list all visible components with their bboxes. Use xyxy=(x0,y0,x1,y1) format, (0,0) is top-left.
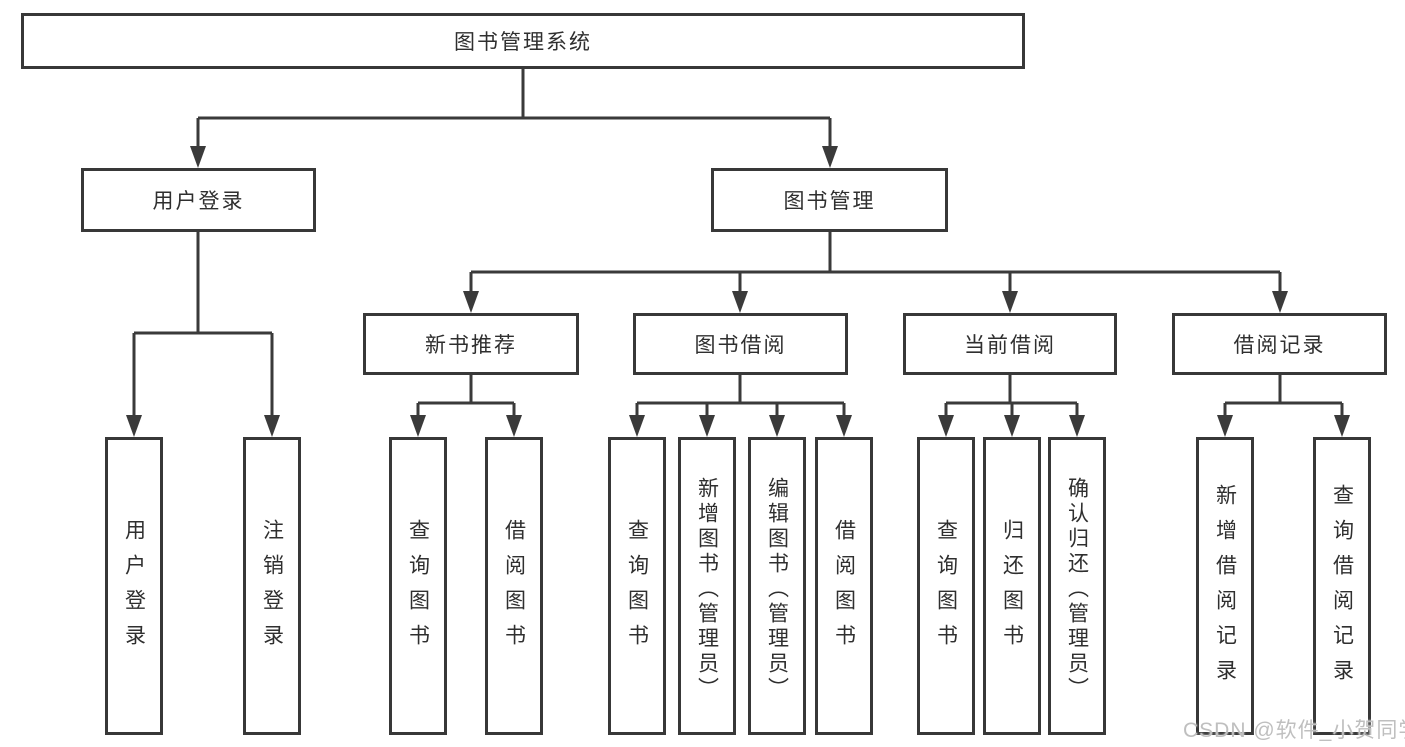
leaf-add-book-admin: 新增图书（管理员） xyxy=(678,437,736,735)
leaf-query-book-current: 查询图书 xyxy=(917,437,975,735)
node-book-borrowing: 图书借阅 xyxy=(633,313,848,375)
leaf-return-book: 归还图书 xyxy=(983,437,1041,735)
node-root: 图书管理系统 xyxy=(21,13,1025,69)
watermark: CSDN @软件_小贺同学 xyxy=(1183,719,1405,742)
leaf-login: 用户登录 xyxy=(105,437,163,735)
leaf-confirm-return-admin: 确认归还（管理员） xyxy=(1048,437,1106,735)
node-new-book-recommend: 新书推荐 xyxy=(363,313,579,375)
leaf-logout: 注销登录 xyxy=(243,437,301,735)
leaf-query-book-borrowing: 查询图书 xyxy=(608,437,666,735)
node-book-management: 图书管理 xyxy=(711,168,948,232)
leaf-query-book-recommend: 查询图书 xyxy=(389,437,447,735)
leaf-query-borrow-record: 查询借阅记录 xyxy=(1313,437,1371,735)
leaf-borrow-book: 借阅图书 xyxy=(815,437,873,735)
arrowheads xyxy=(126,146,1350,437)
node-current-borrowing: 当前借阅 xyxy=(903,313,1117,375)
leaf-edit-book-admin: 编辑图书（管理员） xyxy=(748,437,806,735)
leaf-add-borrow-record: 新增借阅记录 xyxy=(1196,437,1254,735)
leaf-borrow-book-recommend: 借阅图书 xyxy=(485,437,543,735)
node-user-login: 用户登录 xyxy=(81,168,316,232)
node-borrowing-records: 借阅记录 xyxy=(1172,313,1387,375)
